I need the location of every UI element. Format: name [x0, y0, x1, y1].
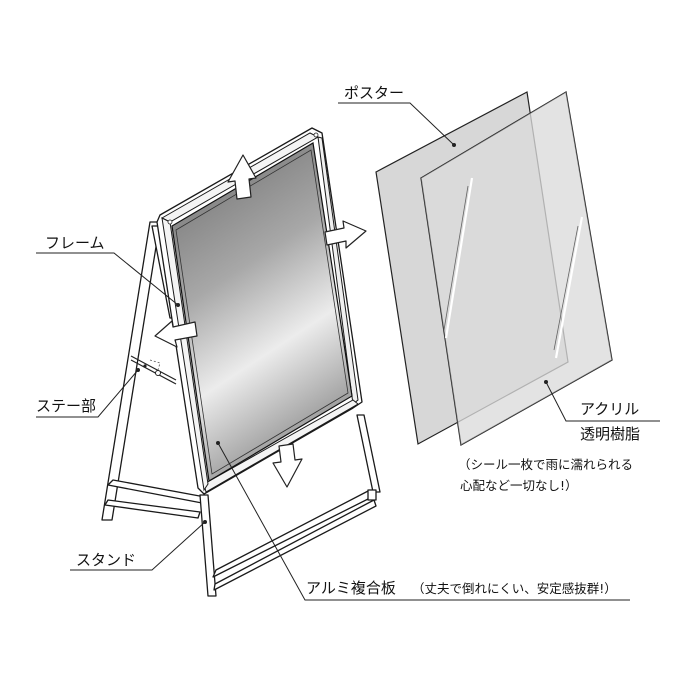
- label-acrylic-note-line1: （シール一枚で雨に濡れられる: [458, 457, 633, 472]
- arrow-down-icon: [272, 443, 303, 488]
- acrylic-sheet: [420, 90, 613, 447]
- label-poster: ポスター: [344, 84, 404, 102]
- stay-arm: [130, 355, 177, 385]
- label-stand: スタンド: [76, 551, 136, 569]
- label-panel-note: （丈夫で倒れにくい、安定感抜群!）: [412, 581, 617, 596]
- label-acrylic-line1: アクリル: [580, 400, 639, 418]
- arrow-left-icon: [154, 320, 198, 348]
- stand-back-legs: [101, 221, 206, 521]
- arrow-right-icon: [324, 220, 367, 249]
- label-panel: アルミ複合板: [306, 579, 396, 597]
- label-frame: フレーム: [45, 234, 105, 252]
- leader-lines: [36, 102, 660, 601]
- open-arrows: [154, 154, 367, 488]
- aluminium-panel: [171, 142, 353, 482]
- labels: ポスター フレーム ステー部 スタンド アクリル 透明樹脂 （シール一枚で雨に濡…: [36, 84, 640, 597]
- frame: [156, 127, 363, 495]
- stand-front-legs: [199, 414, 381, 597]
- arrow-up-icon: [227, 154, 257, 200]
- label-acrylic-line2: 透明樹脂: [580, 425, 640, 443]
- label-acrylic-note-line2: 心配など一切なし!）: [460, 478, 578, 493]
- label-stay: ステー部: [36, 397, 96, 415]
